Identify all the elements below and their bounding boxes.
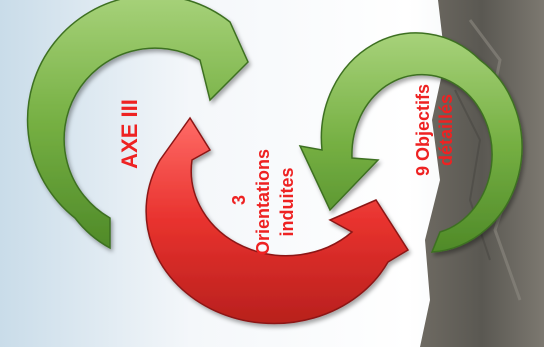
axe-label: AXE III: [117, 99, 142, 169]
induites-label: induites: [277, 167, 297, 236]
detailles-label: détaillés: [436, 94, 456, 166]
objectifs-label: 9 Objectifs: [413, 84, 433, 176]
orientations-number-label: 3: [229, 195, 249, 205]
orientations-label: Orientations: [253, 149, 273, 255]
